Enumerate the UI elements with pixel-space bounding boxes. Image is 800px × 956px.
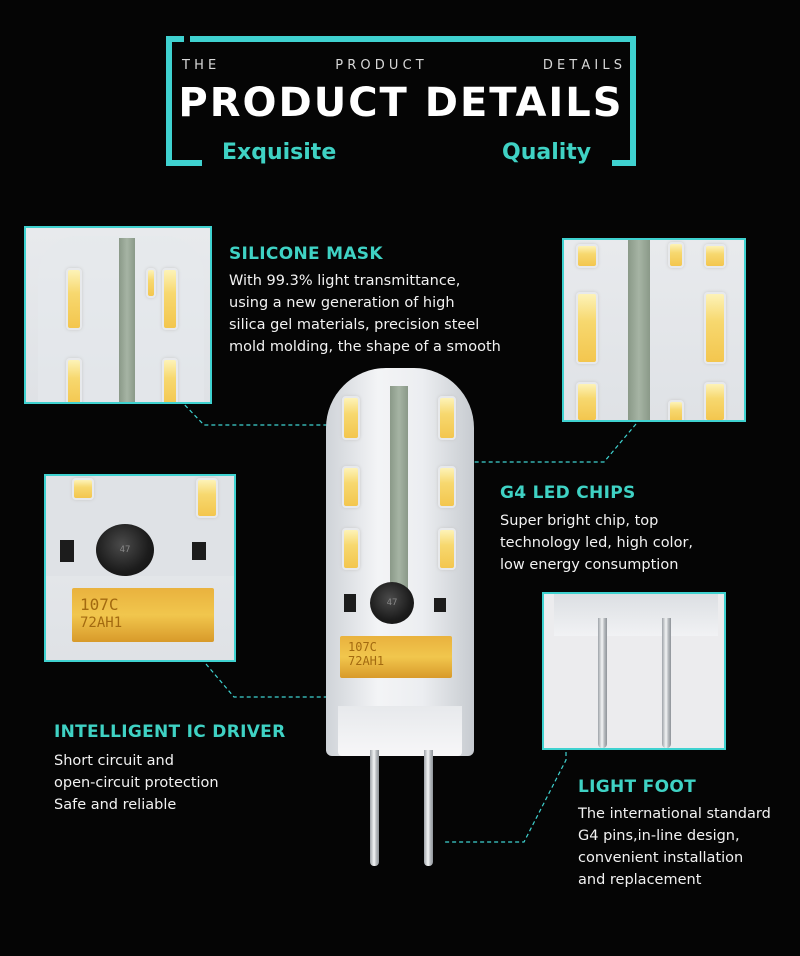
- g4-led-chips-title: G4 LED CHIPS: [500, 483, 636, 503]
- text-line: open-circuit protection: [54, 775, 219, 791]
- text-line: mold molding, the shape of a smooth: [229, 339, 501, 355]
- page-title: PRODUCT DETAILS: [178, 80, 624, 126]
- text-line: using a new generation of high: [229, 295, 455, 311]
- connector-foot: [444, 752, 567, 843]
- text-line: and replacement: [578, 872, 702, 888]
- text-line: With 99.3% light transmittance,: [229, 273, 461, 289]
- text-line: Short circuit and: [54, 753, 174, 769]
- g4-led-chips-text: Super bright chip, top technology led, h…: [500, 510, 693, 576]
- capacitor-label-main-2: 72AH1: [348, 654, 385, 668]
- frame-gap-bottom: [202, 158, 612, 168]
- light-foot-photo: [542, 592, 726, 750]
- ic-driver-photo: 47 107C 72AH1: [44, 474, 236, 662]
- header-eyebrow: T H E P R O D U C T D E T A I L S: [182, 58, 622, 73]
- inductor-label: 47: [119, 545, 131, 555]
- connector-silicone: [179, 399, 346, 426]
- text-line: The international standard: [578, 806, 771, 822]
- header-subtitle-right: Quality: [502, 140, 592, 165]
- bulb-pin-left: [370, 752, 379, 866]
- ic-driver-title: INTELLIGENT IC DRIVER: [54, 722, 286, 742]
- led-chips-photo: [562, 238, 746, 422]
- text-line: technology led, high color,: [500, 535, 694, 551]
- silicone-mask-title: SILICONE MASK: [229, 244, 383, 264]
- text-line: convenient installation: [578, 850, 744, 866]
- eyebrow-word: D E T A I L S: [542, 58, 622, 73]
- ic-driver-text: Short circuit and open-circuit protectio…: [54, 750, 219, 816]
- silicone-mask-photo: [24, 226, 212, 404]
- connector-chips: [470, 423, 637, 463]
- frame-gap: [184, 34, 190, 44]
- inductor: 47: [96, 524, 154, 576]
- inductor-label-main: 47: [386, 598, 398, 608]
- header-subtitle-left: Exquisite: [222, 140, 337, 165]
- text-line: Super bright chip, top: [500, 513, 659, 529]
- text-line: G4 pins,in-line design,: [578, 828, 740, 844]
- eyebrow-word: T H E: [182, 58, 217, 73]
- text-line: Safe and reliable: [54, 797, 177, 813]
- eyebrow-word: P R O D U C T: [335, 58, 424, 73]
- header-frame: [166, 34, 636, 168]
- text-line: silica gel materials, precision steel: [229, 317, 480, 333]
- light-foot-text: The international standard G4 pins,in-li…: [578, 803, 771, 891]
- silicone-mask-text: With 99.3% light transmittance, using a …: [229, 270, 501, 358]
- light-foot-title: LIGHT FOOT: [578, 777, 696, 797]
- capacitor-label-2: 72AH1: [80, 615, 123, 631]
- connector-ic: [205, 663, 352, 698]
- capacitor: 107C 72AH1: [72, 588, 214, 642]
- main-bulb-image: 47 107C 72AH1: [326, 368, 474, 756]
- capacitor-label-main-1: 107C: [348, 640, 377, 654]
- capacitor-label-1: 107C: [80, 595, 119, 614]
- text-line: low energy consumption: [500, 557, 679, 573]
- bulb-pin-right: [424, 752, 433, 866]
